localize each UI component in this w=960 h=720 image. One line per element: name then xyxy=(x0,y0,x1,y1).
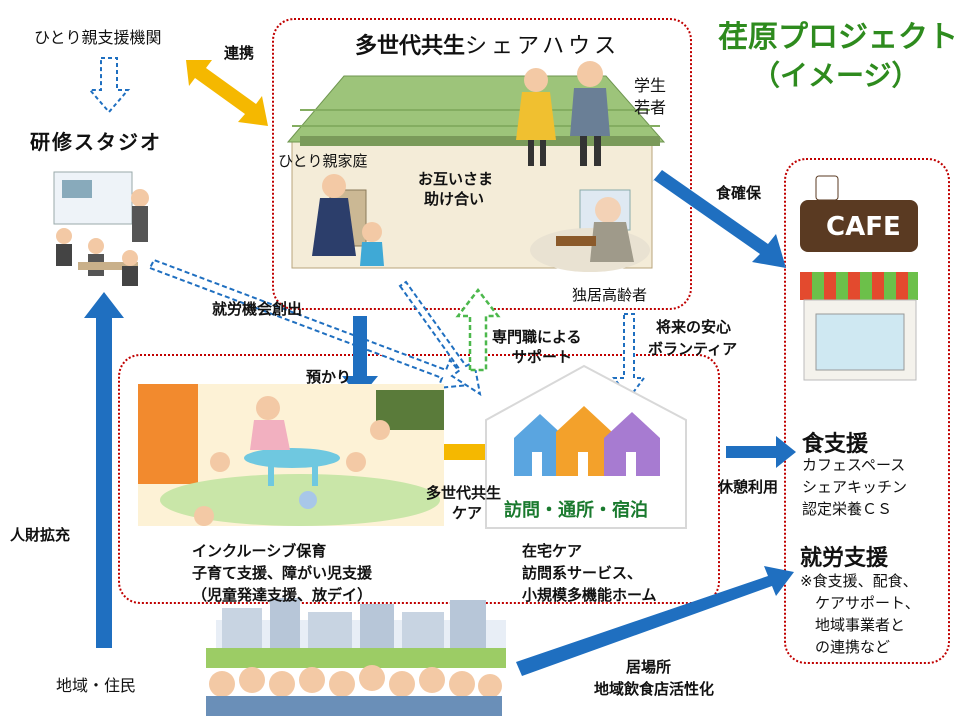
food-security-arrow xyxy=(652,170,786,268)
place-label-1: 居場所 xyxy=(626,658,672,676)
daycare-arrow xyxy=(342,316,378,398)
care-services-box xyxy=(118,354,720,604)
town-illustration xyxy=(206,598,506,668)
single-parent-org-label: ひとり親支援機関 xyxy=(34,28,162,47)
work-support-item-1: ※食支援、配食、 xyxy=(800,572,918,590)
care-home-illustration xyxy=(485,364,687,529)
studio-illustration xyxy=(53,171,149,286)
future-security-label-2: ボランティア xyxy=(648,340,738,358)
students-illustration xyxy=(516,61,610,166)
place-arrow xyxy=(516,566,794,676)
elderly-illustration xyxy=(530,197,650,272)
community-people-illustration xyxy=(206,665,502,716)
single-parent-family-illustration xyxy=(312,174,384,266)
rest-use-label: 休憩利用 xyxy=(718,478,779,496)
work-support-item-2: ケアサポート、 xyxy=(800,594,920,612)
future-security-label-1: 将来の安心 xyxy=(656,318,732,336)
cafe-illustration xyxy=(800,175,918,381)
home-care-line-2: 訪問系サービス、 xyxy=(522,564,643,582)
work-support-item-4: の連携など xyxy=(800,638,891,656)
community-label: 地域・住民 xyxy=(56,676,137,695)
rest-use-arrow xyxy=(726,436,796,468)
cafe-support-box xyxy=(784,158,950,664)
cooperation-label: 連携 xyxy=(224,44,255,62)
inclusive-care-line-2: 子育て支援、障がい児支援 xyxy=(192,564,373,582)
employment-creation-label: 就労機会創出 xyxy=(212,300,303,318)
food-support-item-1: カフェスペース xyxy=(802,456,906,474)
inclusive-care-line-3: （児童発達支援、放デイ） xyxy=(192,586,373,604)
org-to-studio-arrow xyxy=(87,57,131,114)
multi-gen-care-label-2: ケア xyxy=(452,504,483,522)
share-house-title: 多世代共生シェアハウス xyxy=(355,28,620,60)
professional-support-label-2: サポート xyxy=(512,348,573,366)
future-security-arrow xyxy=(612,313,646,400)
mutual-help-label-1: お互いさま xyxy=(418,170,494,188)
daycare-illustration xyxy=(138,384,444,526)
single-parent-family-label: ひとり親家庭 xyxy=(278,152,368,170)
student-label: 学生 xyxy=(634,76,667,95)
human-resources-arrow xyxy=(84,292,124,648)
project-title: 荏原プロジェクト xyxy=(718,20,958,55)
inclusive-care-line-1: インクルーシブ保育 xyxy=(192,542,327,560)
mutual-help-label-2: 助け合い xyxy=(424,190,485,208)
work-support-item-3: 地域事業者と xyxy=(800,616,906,634)
cooperation-arrow xyxy=(186,60,268,126)
work-support-title: 就労支援 xyxy=(800,546,889,571)
food-support-title: 食支援 xyxy=(802,432,869,457)
professional-support-arrow xyxy=(455,287,501,372)
human-resources-label: 人財拡充 xyxy=(10,526,71,544)
share-house-title-rest: シェアハウス xyxy=(465,34,621,59)
food-support-item-3: 認定栄養ＣＳ xyxy=(802,500,893,518)
home-care-line-3: 小規模多機能ホーム xyxy=(522,586,657,604)
food-security-label: 食確保 xyxy=(716,184,762,202)
cafe-sign: CAFE xyxy=(826,212,901,242)
food-support-item-2: シェアキッチン xyxy=(802,478,908,496)
employment-arrows xyxy=(148,258,482,397)
professional-support-label-1: 専門職による xyxy=(492,328,582,346)
home-care-line-1: 在宅ケア xyxy=(522,542,583,560)
elderly-alone-label: 独居高齢者 xyxy=(572,286,648,304)
care-home-sign: 訪問・通所・宿泊 xyxy=(504,500,648,521)
daycare-label: 預かり xyxy=(306,368,352,386)
studio-title: 研修スタジオ xyxy=(30,130,162,154)
multi-gen-care-label-1: 多世代共生 xyxy=(426,484,502,502)
share-house-title-bold: 多世代共生 xyxy=(355,34,466,59)
youth-label: 若者 xyxy=(634,98,667,117)
place-label-2: 地域飲食店活性化 xyxy=(594,680,715,698)
project-subtitle: （イメージ） xyxy=(752,59,920,92)
